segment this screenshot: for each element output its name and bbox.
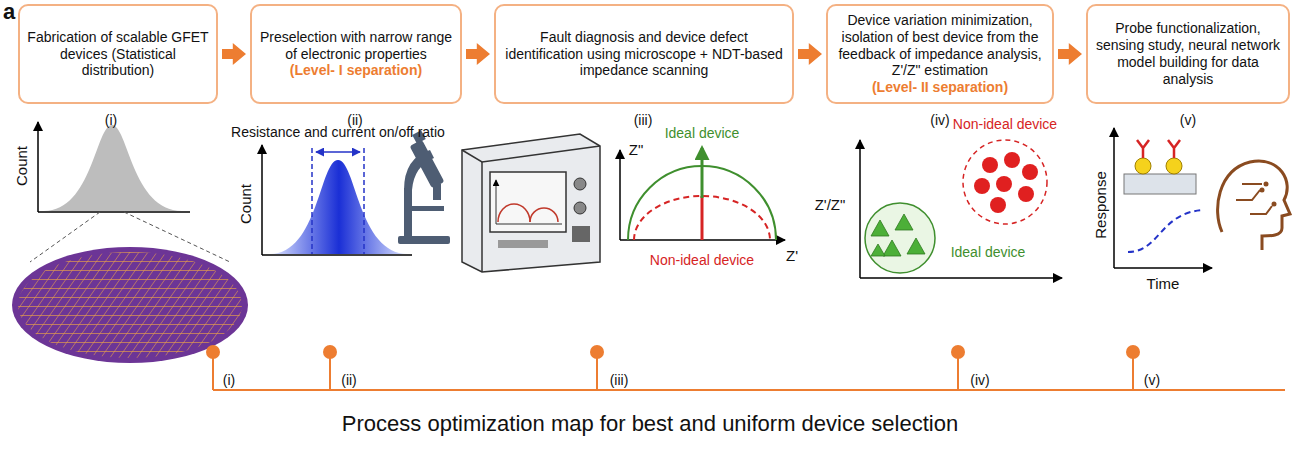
axis-label: Z' [786,247,798,264]
stage-arrow [798,43,822,65]
process-box: Device variation minimization, isolation… [826,4,1054,104]
stage-number: (v) [1180,112,1196,128]
stage-arrow [1058,43,1082,65]
stage-arrow [466,43,490,65]
stage-text: Device variation minimization, isolation… [835,12,1045,79]
axis-label: Z" [629,141,644,158]
stage-level: (Level- II separation) [872,79,1008,96]
timeline [206,345,1285,390]
timeline-number: (i) [223,372,235,388]
plot-label: Ideal device [665,125,740,141]
stage-number: (ii) [347,112,363,128]
axis-label: Response [1092,171,1109,239]
axis-label: Count [13,146,30,186]
stage-number: (iii) [634,112,653,128]
plot-label: Ideal device [951,244,1026,260]
panel-label: a [3,0,15,25]
stage-arrow [222,43,246,65]
neural-network-icon [1218,161,1290,250]
distribution-plot [30,122,230,262]
process-box: Probe functionalization, sensing study, … [1086,4,1290,104]
stage-text: Fault diagnosis and device defect identi… [503,29,785,79]
stage-level: (Level- I separation) [290,62,422,79]
stage-text: Probe functionalization, sensing study, … [1095,20,1281,87]
sensing-plot [1114,128,1212,268]
preselection-plot [262,145,412,255]
stage-text: Fabrication of scalable GFET devices (St… [27,29,209,79]
axis-label: Time [1147,275,1180,292]
timeline-number: (iv) [970,372,989,388]
plot-label: Resistance and current on/off ratio [231,124,445,140]
caption: Process optimization map for best and un… [342,411,958,437]
stage-number: (iv) [930,112,949,128]
timeline-number: (v) [1144,372,1160,388]
stage-number: (i) [105,112,117,128]
process-box: Fault diagnosis and device defect identi… [494,4,794,104]
axis-label: Count [237,184,254,224]
timeline-number: (ii) [341,372,357,388]
nyquist-plot [620,148,785,240]
microscope-icon [398,130,450,244]
separation-scatter [860,140,1062,278]
plot-label: Non-ideal device [953,116,1057,132]
timeline-number: (iii) [610,372,629,388]
process-box: Preselection with narrow range of electr… [250,4,462,104]
axis-label: Z'/Z" [815,196,846,213]
stage-text: Preselection with narrow range of electr… [259,29,453,63]
impedance-analyzer [462,134,600,272]
plot-label: Non-ideal device [650,252,754,268]
process-box: Fabrication of scalable GFET devices (St… [18,4,218,104]
wafer [12,247,248,363]
